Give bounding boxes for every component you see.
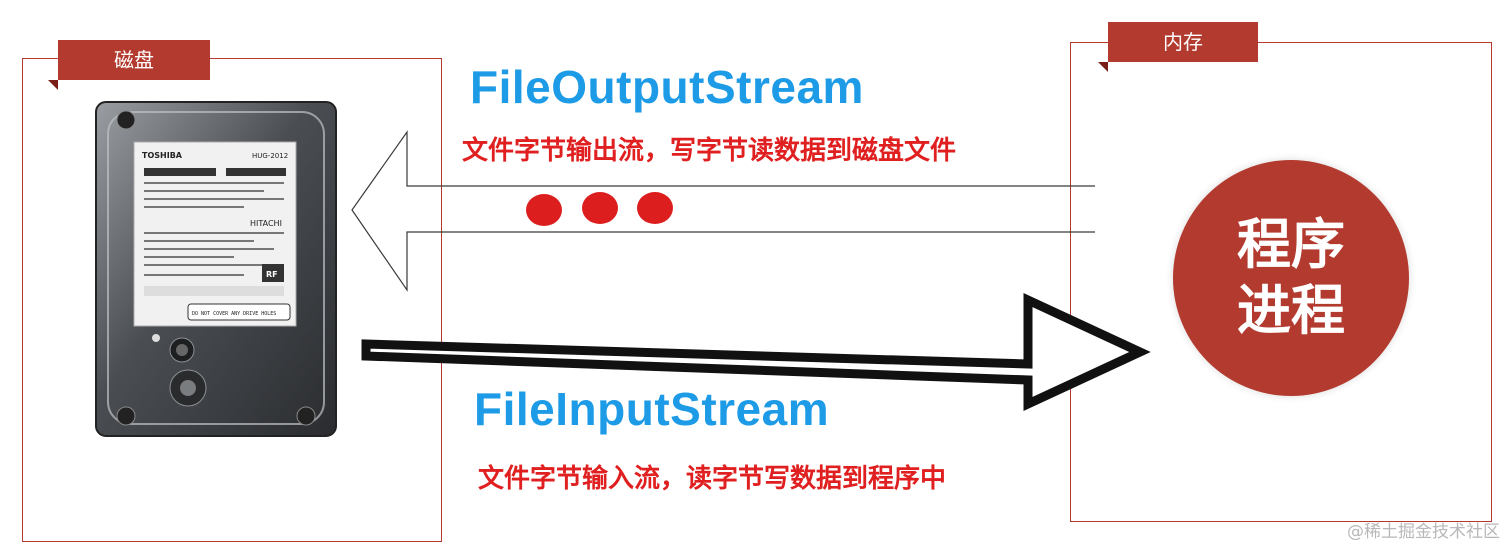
disk-tag-fold — [48, 80, 58, 90]
dot-marker — [637, 192, 673, 224]
disk-label: 磁盘 — [58, 40, 210, 80]
hdd-warning: DO NOT COVER ANY DRIVE HOLES — [192, 311, 276, 317]
dot-marker — [582, 192, 618, 224]
hdd-badge: RF — [266, 270, 278, 279]
output-stream-title: FileOutputStream — [470, 61, 864, 113]
process-label-line2: 进程 — [1237, 279, 1345, 342]
hdd-brand: TOSHIBA — [142, 151, 183, 160]
memory-tag-fold — [1098, 62, 1108, 72]
hard-disk-image: TOSHIBA HUG-2012 HITACHI RF DO NOT COVER… — [95, 101, 337, 437]
process-circle: 程序 进程 — [1173, 160, 1409, 396]
dot-marker — [526, 194, 562, 226]
output-stream-description: 文件字节输出流，写字节读数据到磁盘文件 — [462, 136, 957, 166]
memory-frame — [1070, 42, 1492, 522]
input-arrow — [361, 292, 1151, 412]
input-stream-description: 文件字节输入流，读字节写数据到程序中 — [478, 464, 947, 494]
disk-frame — [22, 58, 442, 542]
hdd-model: HUG-2012 — [252, 152, 288, 160]
output-arrow — [351, 130, 1095, 292]
input-stream-title: FileInputStream — [474, 383, 830, 435]
hdd-maker: HITACHI — [250, 219, 282, 228]
process-label-line1: 程序 — [1237, 213, 1345, 276]
watermark: @稀土掘金技术社区 — [1347, 522, 1500, 542]
memory-label: 内存 — [1108, 22, 1258, 62]
